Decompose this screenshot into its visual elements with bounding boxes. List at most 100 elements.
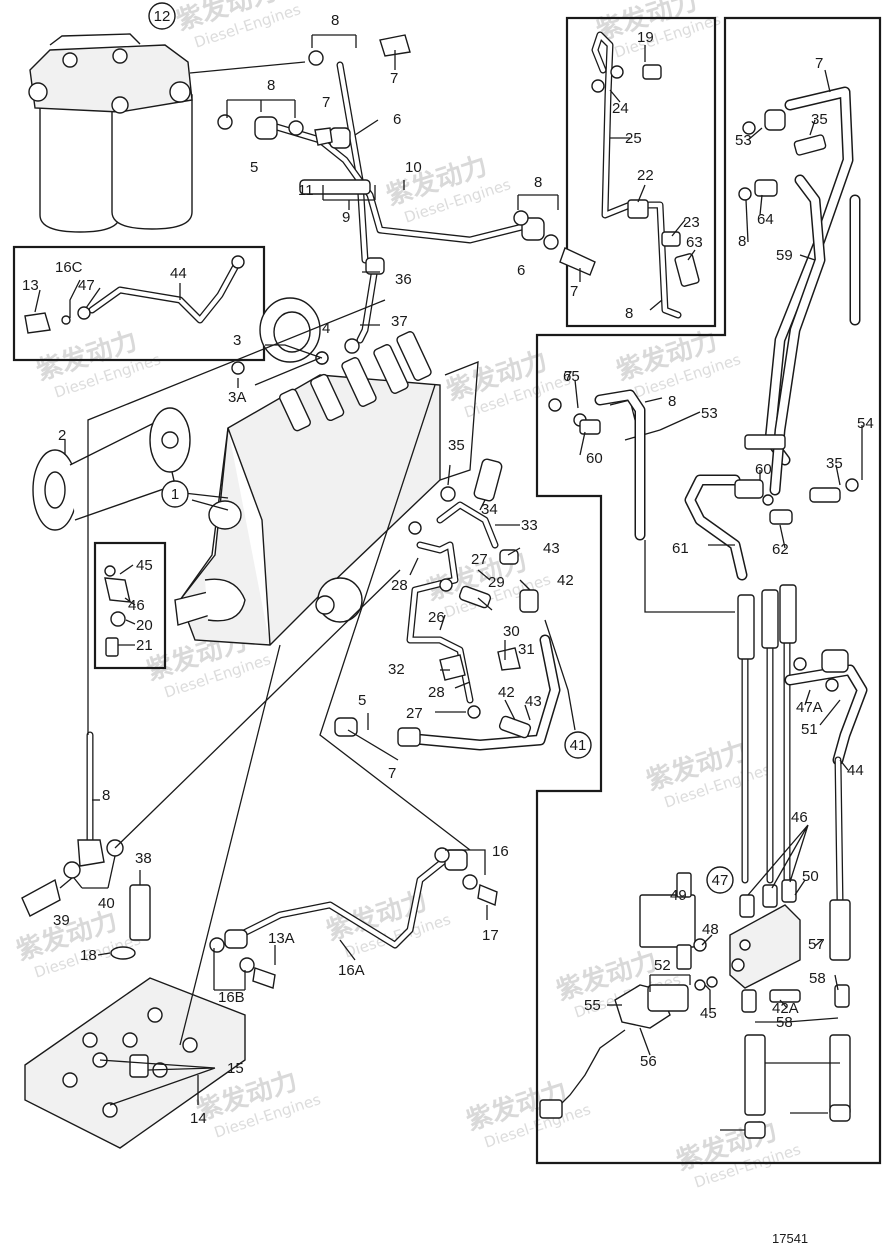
callout-label: 58 — [776, 1014, 793, 1031]
callout-label: 7 — [388, 765, 396, 782]
callout-label: 7 — [390, 70, 398, 87]
callout-label: 32 — [388, 661, 405, 678]
callout-label: 8 — [267, 77, 275, 94]
callout-label: 16 — [492, 843, 509, 860]
callout-label: 23 — [683, 214, 700, 231]
callout-label: 50 — [802, 868, 819, 885]
inset-pipe-detail — [591, 31, 700, 319]
fuel-pipes-upper — [217, 34, 596, 276]
callout-label: 42A — [772, 1000, 799, 1017]
circled-callouts: 12 1 41 47 — [148, 2, 734, 894]
circled-callout: 47 — [706, 866, 734, 894]
callout-label: 40 — [98, 895, 115, 912]
callout-label: 14 — [190, 1110, 207, 1127]
circled-callout: 41 — [564, 731, 592, 759]
callout-label: 55 — [584, 997, 601, 1014]
leader-lines — [34, 34, 863, 1131]
callout-label: 45 — [700, 1005, 717, 1022]
callout-label: 5 — [358, 692, 366, 709]
inset-frame-pipe-detail — [565, 16, 717, 328]
circled-callout: 1 — [161, 480, 189, 508]
drawing-number: 17541 — [772, 1231, 808, 1246]
fuel-filter-assembly — [28, 33, 193, 233]
callout-label: 47 — [78, 277, 95, 294]
callout-label: 7 — [815, 55, 823, 72]
callout-label: 3A — [228, 389, 246, 406]
callout-label: 8 — [668, 393, 676, 410]
watermark: 紫发动力 Diesel-Engines — [33, 325, 164, 402]
callout-label: 35 — [826, 455, 843, 472]
watermark: 紫发动力 Diesel-Engines — [673, 1115, 804, 1192]
callout-label: 60 — [755, 461, 772, 478]
callout-label: 16C — [55, 259, 83, 276]
callout-label: 48 — [702, 921, 719, 938]
callout-label: 44 — [847, 762, 864, 779]
fuel-pipe-13A — [209, 847, 498, 989]
callout-label: 35 — [811, 111, 828, 128]
callout-label: 1 — [171, 486, 179, 503]
callout-label: 22 — [637, 167, 654, 184]
callout-label: 21 — [136, 637, 153, 654]
drive-coupling — [32, 407, 191, 531]
callout-label: 27 — [471, 551, 488, 568]
callout-label: 6 — [393, 111, 401, 128]
callout-label: 8 — [534, 174, 542, 191]
callout-label: 54 — [857, 415, 874, 432]
right-vertical-pipes — [737, 584, 868, 961]
callout-label: 43 — [525, 693, 542, 710]
callout-label: 8 — [738, 233, 746, 250]
inset-fuel-line — [24, 255, 245, 334]
callout-label: 26 — [428, 609, 445, 626]
callout-label: 36 — [395, 271, 412, 288]
callout-label: 43 — [543, 540, 560, 557]
callout-label: 61 — [672, 540, 689, 557]
callout-label: 27 — [406, 705, 423, 722]
callout-label: 4 — [322, 320, 330, 337]
callout-label: 46 — [791, 809, 808, 826]
callout-label: 62 — [772, 541, 789, 558]
callout-label: 63 — [686, 234, 703, 251]
watermark: 紫发动力 Diesel-Engines — [443, 345, 574, 422]
callout-label: 35 — [448, 437, 465, 454]
callout-label: 16B — [218, 989, 245, 1006]
callout-label: 28 — [428, 684, 445, 701]
callout-label: 8 — [102, 787, 110, 804]
callout-label: 5 — [250, 159, 258, 176]
callout-label: 34 — [481, 501, 498, 518]
callout-label: 29 — [488, 574, 505, 591]
callout-label: 57 — [808, 936, 825, 953]
inset-bracket — [104, 565, 131, 657]
callout-label: 53 — [701, 405, 718, 422]
callout-label: 18 — [80, 947, 97, 964]
callout-label: 60 — [586, 450, 603, 467]
callout-label: 2 — [58, 427, 66, 444]
callout-label: 7 — [564, 368, 572, 385]
callout-label: 39 — [53, 912, 70, 929]
callout-label: 8 — [625, 305, 633, 322]
callout-label: 30 — [503, 623, 520, 640]
callout-label: 12 — [154, 8, 171, 25]
inset-frame-bracket — [93, 541, 167, 670]
callout-label: 17 — [482, 927, 499, 944]
callout-label: 37 — [391, 313, 408, 330]
watermark: 紫发动力 Diesel-Engines — [643, 735, 774, 812]
callout-label: 7 — [570, 283, 578, 300]
callout-label: 25 — [625, 130, 642, 147]
callout-label: 38 — [135, 850, 152, 867]
callout-label: 58 — [809, 970, 826, 987]
callout-label: 56 — [640, 1053, 657, 1070]
callout-label: 42 — [498, 684, 515, 701]
callout-labels: 8 7 8 7 6 5 11 10 9 8 6 7 36 37 4 3 3A 2… — [22, 12, 874, 1127]
callout-label: 9 — [342, 209, 350, 226]
callout-label: 16A — [338, 962, 365, 979]
watermark: 紫发动力 Diesel-Engines — [323, 885, 454, 962]
inset-frame-fuel-line — [12, 245, 266, 362]
callout-label: 20 — [136, 617, 153, 634]
frame-right-section — [535, 16, 882, 1165]
callout-label: 28 — [391, 577, 408, 594]
callout-label: 33 — [521, 517, 538, 534]
callout-label: 6 — [517, 262, 525, 279]
callout-label: 13A — [268, 930, 295, 947]
callout-label: 44 — [170, 265, 187, 282]
